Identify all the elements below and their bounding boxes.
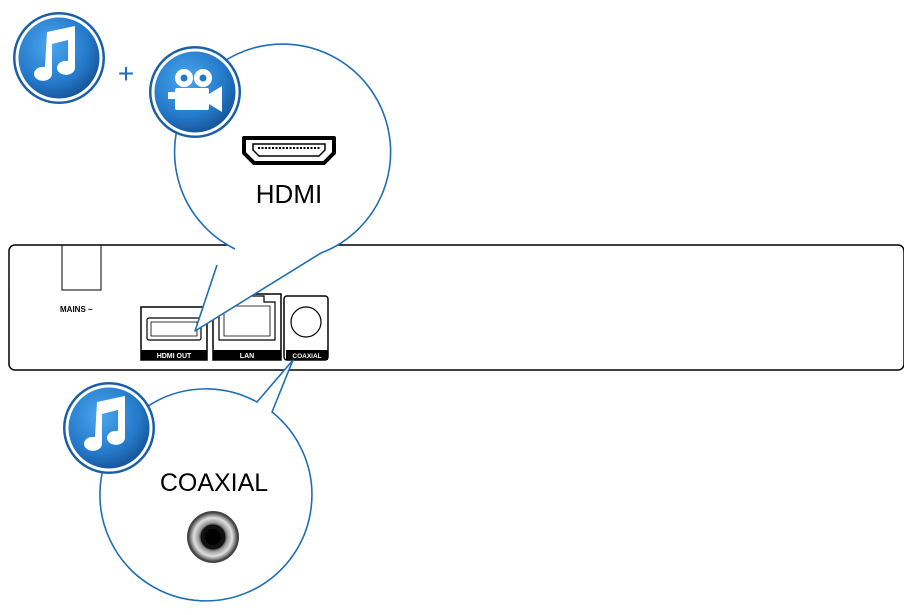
music-note-icon (84, 396, 125, 451)
coaxial-port: COAXIAL (283, 295, 329, 361)
audio-badge-top (13, 12, 105, 104)
music-note-icon (34, 26, 75, 81)
hdmi-out-label: HDMI OUT (157, 353, 192, 360)
mains-label: MAINS ~ (60, 305, 93, 314)
audio-badge-coaxial (63, 382, 155, 474)
film-camera-icon (168, 69, 222, 112)
coaxial-callout-label: COAXIAL (160, 469, 268, 497)
lan-label: LAN (240, 353, 254, 360)
mains-socket (61, 245, 102, 291)
plus-sign: + (118, 58, 134, 89)
coaxial-jack-icon (187, 511, 239, 563)
device-rear-panel: MAINS ~ HDMI OUT LAN COAXIAL (8, 244, 904, 371)
coaxial-port-label: COAXIAL (292, 353, 321, 360)
video-badge (149, 46, 241, 138)
hdmi-out-port: HDMI OUT (140, 306, 208, 361)
hdmi-callout-label: HDMI (256, 179, 322, 209)
hdmi-connector-icon (242, 136, 336, 165)
